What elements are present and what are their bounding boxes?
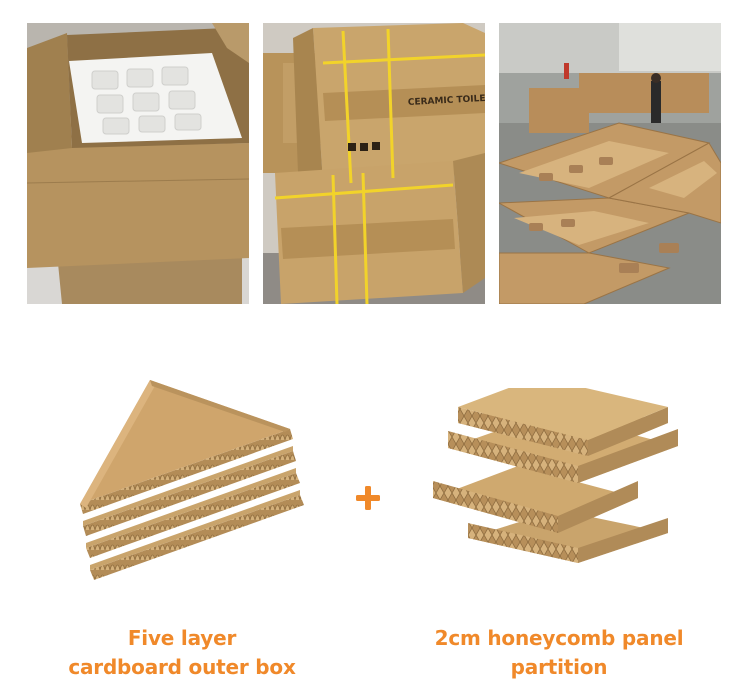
caption-left-line1: Five layer (127, 626, 237, 650)
caption-right-line2: partition (510, 655, 608, 679)
caption-five-layer-cardboard: Five layer cardboard outer box (32, 624, 332, 682)
caption-right-line1: 2cm honeycomb panel (434, 626, 684, 650)
photo-open-box (27, 23, 249, 304)
caption-left-line2: cardboard outer box (68, 655, 296, 679)
box-print-text: CERAMIC TOILET (408, 94, 485, 108)
plus-icon (353, 483, 383, 513)
photo-warehouse (499, 23, 721, 304)
caption-honeycomb-panel: 2cm honeycomb panel partition (409, 624, 709, 682)
five-layer-cardboard-illustration (80, 380, 315, 580)
honeycomb-panel-illustration (428, 388, 686, 568)
photo-stacked-boxes: CERAMIC TOILET (263, 23, 485, 304)
